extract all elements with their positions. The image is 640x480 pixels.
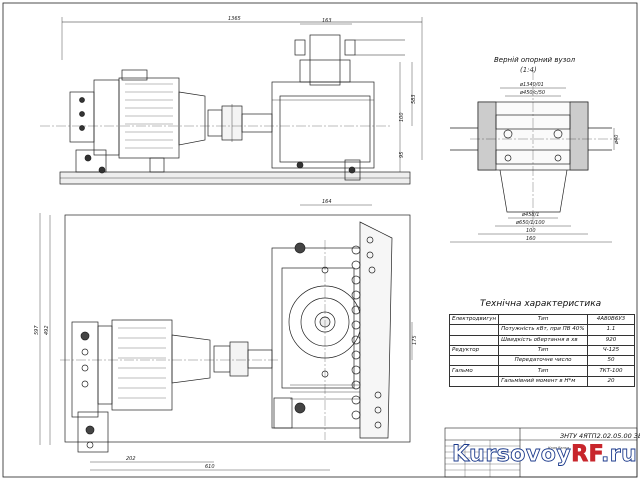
dim-sec-w2: 160 bbox=[526, 236, 536, 242]
dim-plan-v2: 492 bbox=[44, 325, 50, 335]
spec-param: Тип bbox=[498, 365, 588, 377]
spec-title: Технiчна характеристика bbox=[480, 299, 602, 309]
spec-value: 1.1 bbox=[587, 324, 635, 336]
dim-sec-d2: ø450/c/50 bbox=[519, 90, 545, 96]
spec-group: Електродвигун bbox=[448, 313, 500, 326]
spec-group bbox=[448, 324, 500, 336]
spec-row: Електродвигун Тип 4A80B6У3 bbox=[448, 313, 635, 326]
spec-row: Гальмо Тип ТКТ-100 bbox=[448, 365, 635, 377]
spec-param: Швидкiсть обертання в хв bbox=[498, 334, 588, 346]
spec-row: Гальмiвний момент в Н*м 20 bbox=[448, 375, 635, 388]
spec-row: Потужнiсть кВт, при ПВ 40% 1.1 bbox=[448, 324, 635, 336]
section-scale: (1:4) bbox=[520, 66, 537, 74]
bearing-section-view bbox=[450, 70, 620, 243]
dim-sec-w1: 100 bbox=[526, 228, 536, 234]
spec-param: Передаточне число bbox=[498, 355, 588, 367]
spec-param: Тип bbox=[498, 313, 588, 326]
title-block-name: Кран балка bbox=[548, 446, 570, 450]
spec-group bbox=[448, 375, 500, 388]
spec-group: Редуктор bbox=[448, 344, 500, 357]
spec-value: Ч-125 bbox=[587, 344, 635, 357]
watermark-part2: RF bbox=[571, 442, 601, 468]
dim-top-h3: 95 bbox=[399, 152, 405, 158]
dim-plan-b2: 610 bbox=[205, 464, 215, 470]
spec-value: 920 bbox=[587, 334, 635, 346]
title-block bbox=[444, 427, 638, 478]
watermark-logo[interactable]: KursovoyRF.ru bbox=[452, 442, 638, 468]
document-number: ЗНТУ 4ЯТП2.02.05.00 ЗВ bbox=[560, 432, 640, 440]
spec-group bbox=[448, 334, 500, 346]
spec-param: Тип bbox=[498, 344, 588, 357]
spec-value: 20 bbox=[587, 375, 635, 388]
spec-group: Гальмо bbox=[448, 365, 500, 377]
dim-sec-h: ø40 bbox=[614, 135, 620, 145]
dim-sec-d1: ø1340/01 bbox=[519, 82, 544, 88]
watermark-part1: Kursovoy bbox=[452, 442, 572, 468]
dim-top-overall: 1365 bbox=[228, 16, 241, 22]
watermark-part3: .ru bbox=[600, 442, 638, 468]
dim-top-gear: 163 bbox=[322, 18, 332, 24]
dim-sec-d4: ø458/1 bbox=[521, 212, 539, 218]
plan-view bbox=[39, 204, 413, 471]
spec-param: Гальмiвний момент в Н*м bbox=[498, 375, 588, 388]
dim-sec-d5: ø650/1/100 bbox=[515, 220, 545, 226]
spec-row: Швидкiсть обертання в хв 920 bbox=[448, 334, 635, 346]
dim-top-h2: 100 bbox=[399, 112, 405, 122]
top-elevation-view bbox=[40, 17, 423, 185]
spec-value: 50 bbox=[587, 355, 635, 367]
spec-row: Передаточне число 50 bbox=[448, 355, 635, 367]
spec-group bbox=[448, 355, 500, 367]
spec-table: Електродвигун Тип 4A80B6У3 Потужнiсть кВ… bbox=[448, 313, 635, 388]
spec-row: Редуктор Тип Ч-125 bbox=[448, 344, 635, 357]
spec-param: Потужнiсть кВт, при ПВ 40% bbox=[498, 324, 588, 336]
dim-plan-v3: 175 bbox=[412, 335, 418, 345]
section-title: Вернiй опорний вузол bbox=[494, 56, 576, 64]
spec-value: 4A80B6У3 bbox=[587, 313, 635, 326]
dim-top-h1: 583 bbox=[411, 94, 417, 104]
dim-plan-top: 164 bbox=[322, 199, 332, 205]
spec-value: ТКТ-100 bbox=[587, 365, 635, 377]
dim-plan-v1: 597 bbox=[34, 325, 40, 335]
dim-plan-b1: 202 bbox=[126, 456, 136, 462]
